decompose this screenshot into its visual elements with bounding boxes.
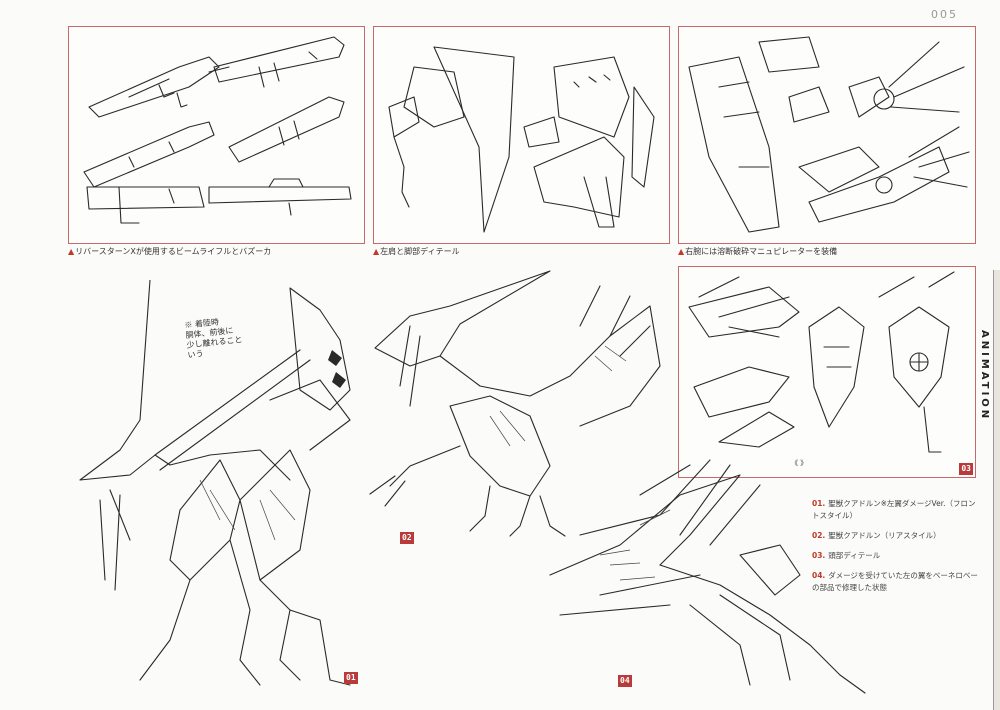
panel-right-arm: [678, 26, 976, 244]
caption-panel-weapons: ▲リバースターンXが使用するビームライフルとバズーカ: [68, 246, 271, 257]
creature-repaired-sketch: [549, 459, 866, 694]
badge-03: 03: [959, 463, 973, 475]
shoulder-leg-sketch: [388, 46, 655, 233]
svg-text:《 》: 《 》: [791, 459, 807, 467]
note-item: 03.頭部ディテール: [812, 551, 881, 560]
panel-shoulder-leg: [373, 26, 670, 244]
badge-04: 04: [618, 675, 632, 687]
caption-text: 左肩と脚部ディテール: [380, 247, 460, 256]
side-rule: [993, 270, 1000, 710]
creature-front-drawing: 01: [60, 279, 360, 690]
triangle-marker-icon: ▲: [373, 247, 380, 256]
handwritten-note: ※ 着陸時 胴体、前後に 少し離れること いう: [184, 317, 243, 360]
right-arm-sketch: [688, 36, 970, 233]
page-number: 005: [931, 8, 958, 21]
caption-text: リバースターンXが使用するビームライフルとバズーカ: [75, 247, 272, 256]
creature-front-sketch: [79, 279, 351, 686]
weapons-sketch: [83, 36, 352, 224]
badge-01: 01: [344, 672, 358, 684]
note-item: 01.聖獣クアドルン※左翼ダメージVer.（フロントスタイル）: [812, 499, 976, 520]
note-item: 04.ダメージを受けていた左の翼をベーネロベーの部品で修理した状態: [812, 571, 978, 592]
creature-repaired-drawing: 04: [540, 455, 870, 695]
panel-head-detail: 《 》 03: [678, 266, 976, 478]
side-label: ANIMATION: [979, 330, 990, 422]
creature-rear-drawing: 02: [350, 266, 670, 546]
notes-list: 01.聖獣クアドルン※左翼ダメージVer.（フロントスタイル） 02.聖獣クアド…: [812, 498, 982, 602]
caption-panel-shoulder-leg: ▲左肩と脚部ディテール: [373, 246, 460, 257]
creature-rear-sketch: [369, 270, 661, 537]
panel-weapons: [68, 26, 365, 244]
caption-panel-right-arm: ▲右腕には溶断破砕マニュピレーターを装備: [678, 246, 837, 257]
triangle-marker-icon: ▲: [68, 247, 75, 256]
head-detail-sketch: 《 》: [688, 271, 955, 467]
caption-text: 右腕には溶断破砕マニュピレーターを装備: [685, 247, 838, 256]
note-item: 02.聖獣クアドルン（リアスタイル）: [812, 531, 941, 540]
badge-02: 02: [400, 532, 414, 544]
triangle-marker-icon: ▲: [678, 247, 685, 256]
